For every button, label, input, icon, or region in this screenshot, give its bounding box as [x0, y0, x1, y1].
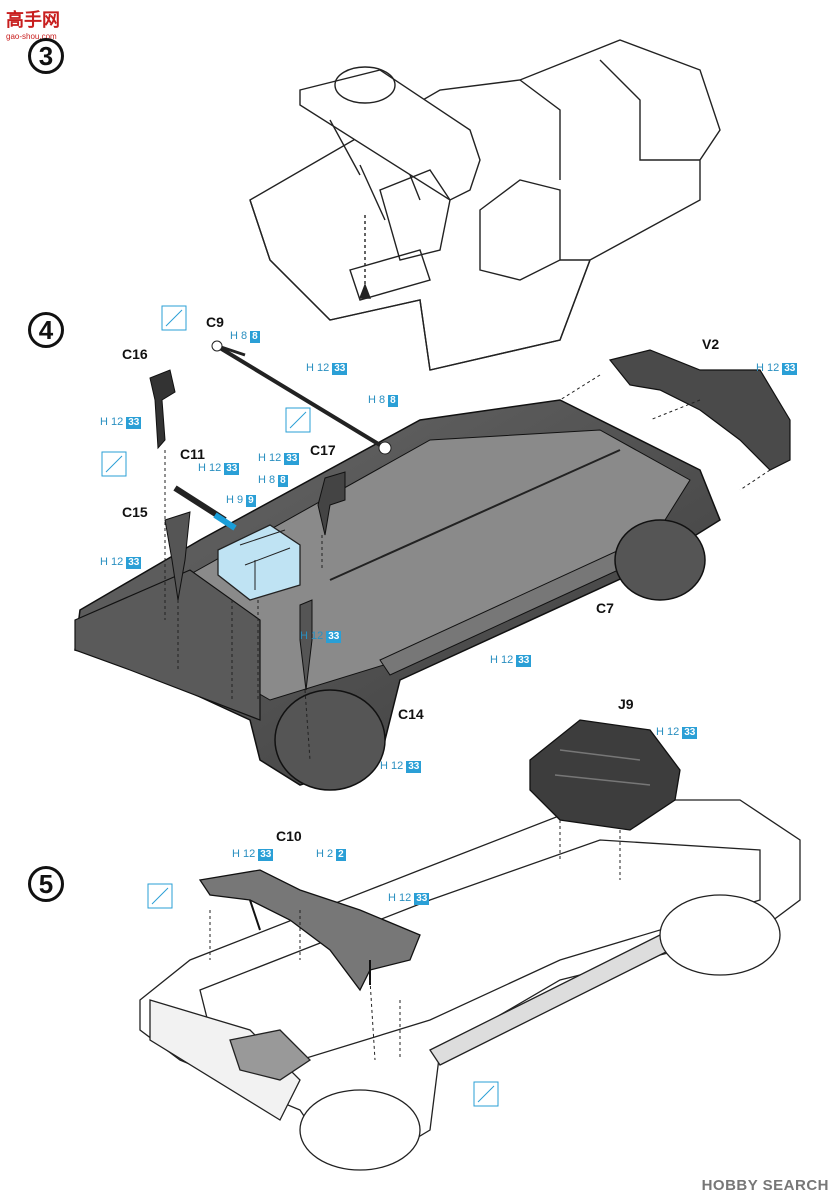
part-label-v2: V2	[702, 336, 720, 352]
part-label-c17: C17	[310, 442, 336, 458]
interior-tub-drawing	[249, 39, 721, 371]
part-label-c10: C10	[276, 828, 302, 844]
chassis-drawing	[139, 719, 801, 1171]
part-label-j9: J9	[618, 696, 634, 712]
site-logo: 高手网 gao-shou.com	[6, 6, 60, 41]
part-label-c11: C11	[180, 446, 205, 462]
step-number-3: 3	[28, 38, 64, 74]
step-number-5: 5	[28, 866, 64, 902]
underbody-drawing	[74, 340, 791, 791]
logo-subtext: gao-shou.com	[6, 32, 57, 41]
hobby-search-watermark: HOBBY SEARCH	[701, 1177, 829, 1194]
cement-icons	[101, 305, 499, 1107]
logo-text: 高手网	[6, 10, 60, 30]
step-number-4: 4	[28, 312, 64, 348]
part-label-c15: C15	[122, 504, 148, 520]
part-label-c9: C9	[206, 314, 224, 330]
part-label-c16: C16	[122, 346, 148, 362]
part-label-c14: C14	[398, 706, 424, 722]
part-label-c7: C7	[596, 600, 614, 616]
